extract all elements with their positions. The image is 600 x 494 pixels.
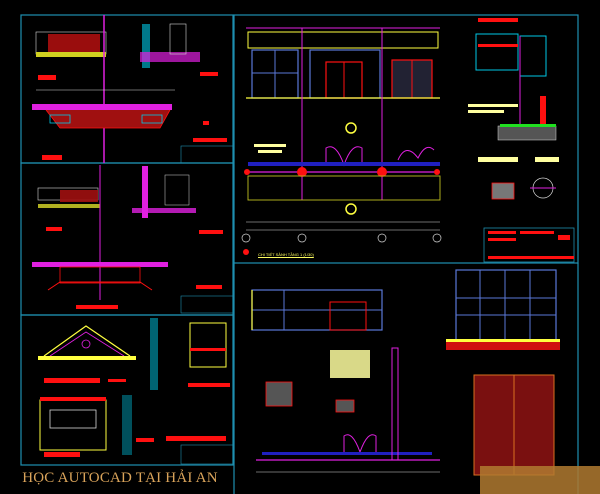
panel-mid-left (32, 165, 234, 314)
sheet-borders (20, 14, 579, 494)
panel-bottom-left (38, 318, 234, 465)
panel-top-left (32, 15, 234, 164)
panel-top-center (241, 27, 442, 255)
panel-bottom-center (251, 289, 440, 473)
detail-caption: CHI TIẾT SẢNH TẦNG 1 (1/30) (258, 252, 314, 257)
watermark-title: HỌC AUTOCAD TẠI HẢI AN (22, 470, 218, 486)
panel-bottom-right (446, 269, 600, 494)
panel-top-right (468, 18, 575, 263)
